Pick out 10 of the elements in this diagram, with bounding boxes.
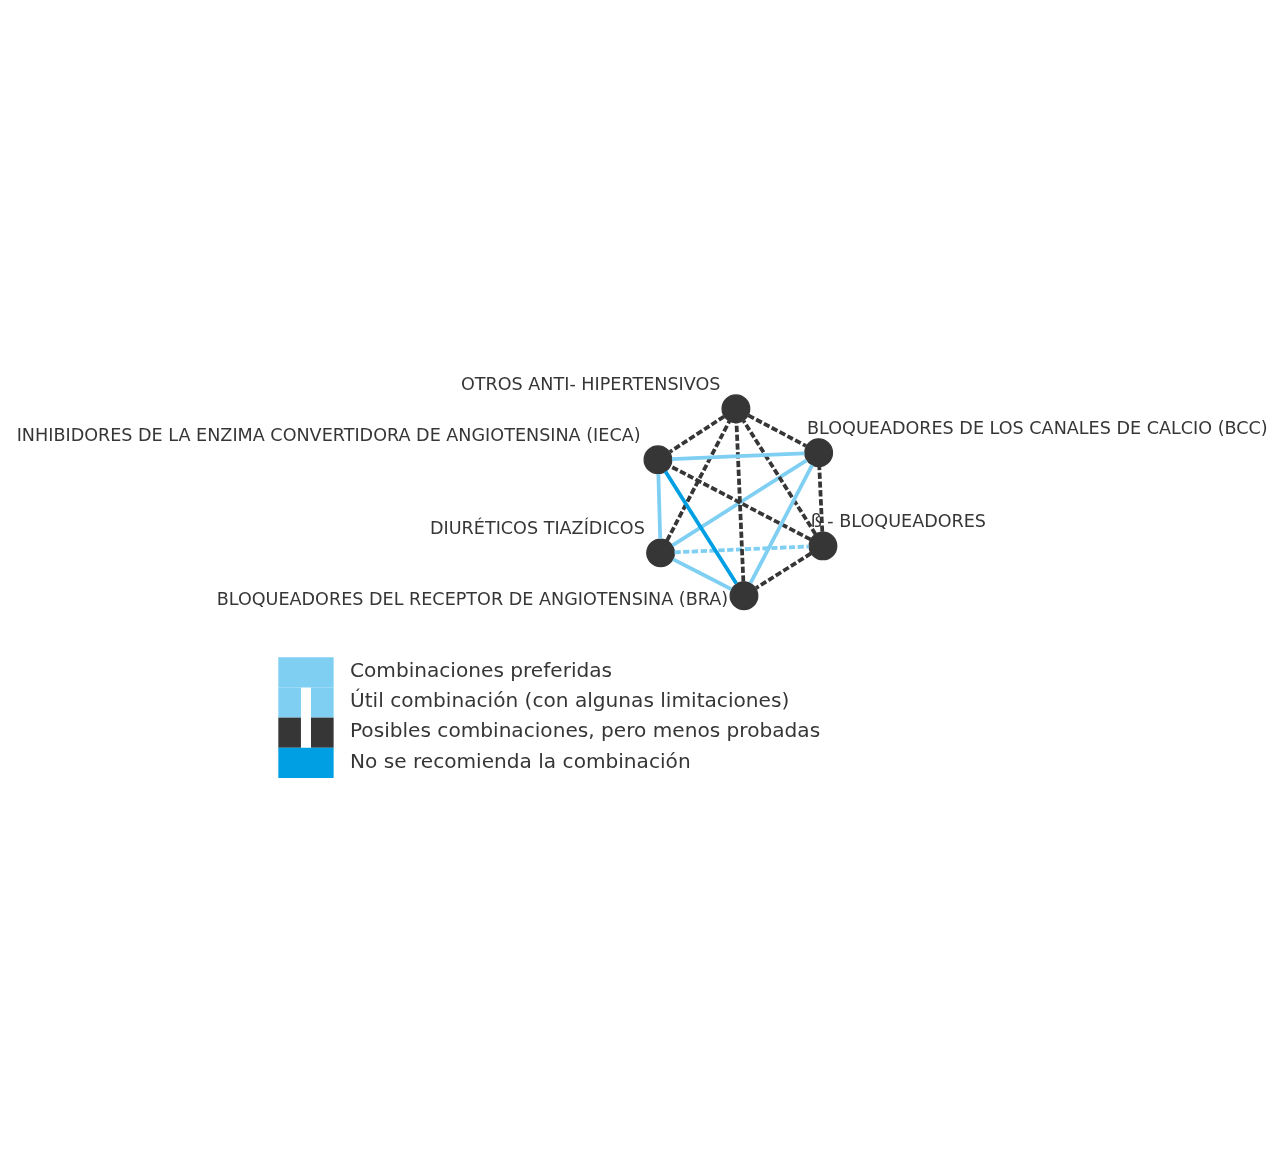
node-label: DIURÉTICOS TIAZÍDICOS bbox=[430, 517, 645, 538]
node-label: BLOQUEADORES DEL RECEPTOR DE ANGIOTENSINA (BRA) bbox=[216, 588, 729, 609]
node-label: OTROS ANTI- HIPERTENSIVOS bbox=[460, 373, 721, 394]
node-label: BLOQUEADORES DE LOS CANALES DE CALCIO (BCC) bbox=[807, 417, 1268, 438]
legend-label: Útil combinación (con algunas limitaciones) bbox=[349, 687, 790, 712]
legend-label: Combinaciones preferidas bbox=[349, 657, 613, 682]
legend-label: No se recomienda la combinación bbox=[349, 748, 691, 773]
node-label: INHIBIDORES DE LA ENZIMA CONVERTIDORA DE ANGIOTENSINA (IECA) bbox=[16, 424, 641, 445]
node-label: ß - BLOQUEADORES bbox=[810, 510, 987, 531]
legend-label: Posibles combinaciones, pero menos probadas bbox=[349, 717, 821, 742]
